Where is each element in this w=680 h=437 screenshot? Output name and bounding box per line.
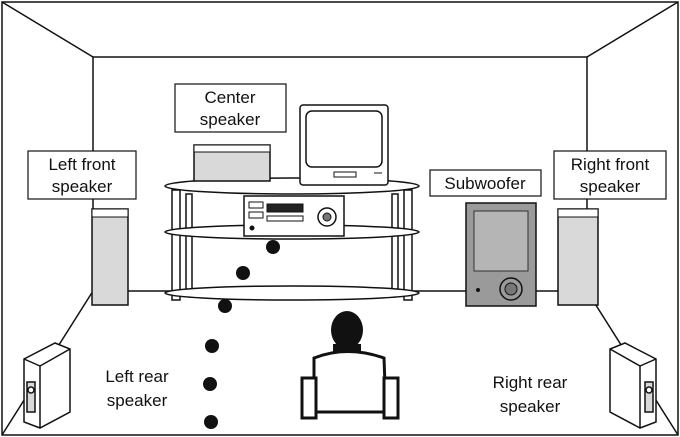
left-rear-label-line2: speaker (107, 391, 168, 410)
right-front-label-line2: speaker (580, 177, 641, 196)
subwoofer-label: Subwoofer (444, 174, 526, 193)
right-rear-label-line2: speaker (500, 397, 561, 416)
label-right-front: Right front speaker (553, 150, 667, 200)
label-left-front: Left front speaker (27, 150, 137, 200)
listener-icon (300, 311, 400, 420)
television (299, 104, 389, 186)
center-speaker (193, 144, 271, 182)
listener-path-dots (203, 240, 280, 429)
left-front-label-line2: speaker (52, 177, 113, 196)
right-front-speaker (557, 208, 599, 306)
right-rear-label-line1: Right rear (493, 373, 568, 392)
center-label-line1: Center (204, 88, 255, 107)
left-rear-speaker (23, 342, 71, 429)
label-subwoofer: Subwoofer (429, 169, 542, 197)
right-rear-speaker (609, 342, 657, 429)
center-label-line2: speaker (200, 110, 261, 129)
label-right-rear: Right rear speaker (493, 373, 568, 416)
av-receiver (243, 195, 345, 237)
subwoofer-unit (465, 202, 537, 307)
label-left-rear: Left rear speaker (105, 367, 169, 410)
left-front-label-line1: Left front (48, 155, 115, 174)
left-rear-label-line1: Left rear (105, 367, 169, 386)
right-front-label-line1: Right front (571, 155, 650, 174)
left-front-speaker (91, 208, 129, 306)
label-center: Center speaker (174, 83, 287, 133)
